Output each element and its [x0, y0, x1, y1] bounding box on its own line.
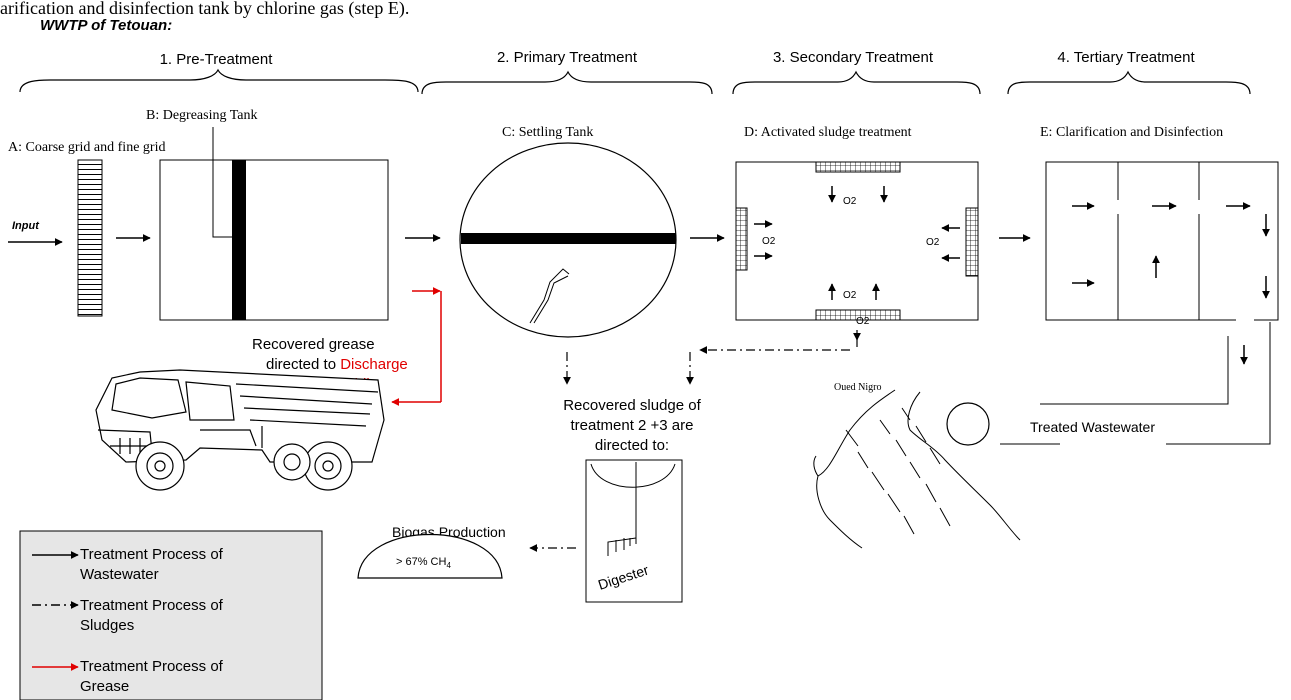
legend-label-wastewater-1: Treatment Process of: [80, 546, 224, 563]
o2-label-left: O2: [762, 236, 776, 247]
outfall-circle: [946, 402, 990, 446]
grease-text-line2: directed to Discharge: [266, 356, 408, 373]
grease-text-line1: Recovered grease: [252, 336, 375, 353]
clarifier-outlet-gap: [1236, 318, 1254, 322]
settling-tank-bar: [461, 233, 676, 244]
legend-label-sludges-1: Treatment Process of: [80, 597, 224, 614]
digester-tank: [585, 459, 683, 603]
input-label: Input: [12, 220, 40, 232]
o2-label-bottom: O2: [843, 290, 857, 301]
brace-pre-treatment: [19, 68, 419, 93]
river-oued-nigro: [813, 389, 1021, 549]
digester-paddles: [607, 537, 637, 556]
stage-title-primary-treatment: 2. Primary Treatment: [497, 49, 638, 66]
aerator-bottom: [815, 309, 901, 321]
aerator-right: [965, 207, 979, 277]
legend-label-grease-1: Treatment Process of: [80, 658, 224, 675]
truck-illustration: [95, 369, 385, 491]
legend-label-grease-2: Grease: [80, 678, 129, 695]
legend-box: [19, 530, 323, 700]
brace-primary-treatment: [421, 70, 713, 95]
diagram-title: WWTP of Tetouan:: [40, 17, 172, 34]
aerator-top: [815, 161, 901, 173]
degreasing-baffle: [232, 160, 246, 320]
settling-tank-scraper: [529, 268, 570, 324]
degreasing-tank: [159, 159, 389, 321]
clarification-tank: [1045, 161, 1279, 321]
unit-label-coarse-fine-grid: A: Coarse grid and fine grid: [8, 140, 165, 155]
stage-title-secondary-treatment: 3. Secondary Treatment: [773, 49, 934, 66]
treated-pipe-1: [1040, 336, 1229, 405]
sludge-text-line2: treatment 2 +3 are: [571, 417, 694, 434]
brace-tertiary-treatment: [1007, 70, 1251, 95]
aerator-left: [735, 207, 748, 271]
stage-title-tertiary-treatment: 4. Tertiary Treatment: [1057, 49, 1195, 66]
o2-label-top: O2: [843, 196, 857, 207]
coarse-fine-grid: [77, 159, 103, 317]
legend-label-wastewater-2: Wastewater: [80, 566, 159, 583]
unit-label-activated-sludge: D: Activated sludge treatment: [744, 125, 912, 140]
unit-label-degreasing-tank: B: Degreasing Tank: [146, 108, 258, 123]
digester-dome: [590, 463, 676, 488]
sludge-text-line1: Recovered sludge of: [563, 397, 701, 414]
treated-wastewater-label: Treated Wastewater: [1030, 419, 1155, 435]
sludge-return-lines: [529, 338, 858, 552]
degreasing-label-pointer: [212, 127, 232, 238]
o2-label-right: O2: [926, 237, 940, 248]
activated-sludge-tank: [735, 161, 979, 321]
unit-label-settling-tank: C: Settling Tank: [502, 125, 593, 140]
stage-title-pre-treatment: 1. Pre-Treatment: [160, 51, 274, 68]
legend-label-sludges-2: Sludges: [80, 617, 134, 634]
unit-label-clarification: E: Clarification and Disinfection: [1040, 125, 1223, 140]
biogas-dome: [357, 533, 503, 579]
o2-label-bottom-aerator: O2: [856, 316, 870, 327]
biogas-content: > 67% CH4: [396, 556, 451, 570]
sludge-text-line3: directed to:: [595, 437, 669, 454]
river-label: Oued Nigro: [834, 382, 882, 393]
top-text: arification and disinfection tank by chl…: [0, 0, 409, 19]
brace-secondary-treatment: [732, 70, 981, 95]
treated-pipe-2: [1166, 322, 1271, 445]
